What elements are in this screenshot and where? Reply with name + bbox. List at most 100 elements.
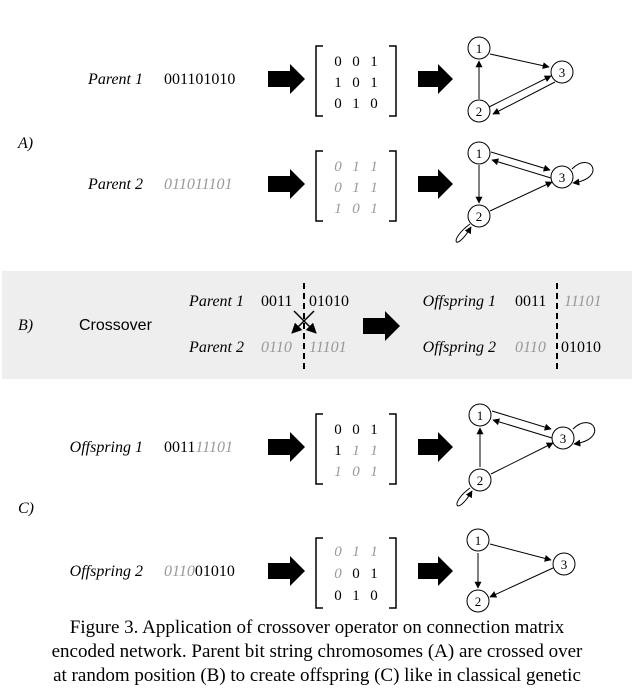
matrix-cell: 0 bbox=[370, 96, 378, 112]
cross-arrow-a bbox=[293, 310, 317, 334]
matrix-cell: 0 bbox=[334, 588, 342, 604]
matrix-bracket-left bbox=[315, 413, 323, 485]
matrix-cell: 1 bbox=[334, 75, 342, 91]
b-parent2-bits-right: 11101 bbox=[309, 339, 347, 356]
parent1-bits: 001101010 bbox=[164, 71, 235, 88]
offspring2-network: 1 2 3 bbox=[466, 528, 576, 613]
matrix-cell: 0 bbox=[334, 159, 342, 175]
matrix-cell: 1 bbox=[334, 443, 342, 459]
section-b-band bbox=[2, 271, 632, 379]
node-1 bbox=[467, 36, 491, 60]
node-3 bbox=[552, 552, 576, 576]
self-loop-3 bbox=[572, 422, 596, 447]
parent2-network: 1 2 3 bbox=[455, 141, 594, 243]
arrow-bits-to-matrix bbox=[268, 169, 305, 199]
offspring2-label: Offspring 2 bbox=[70, 563, 143, 580]
matrix-cell: 0 bbox=[334, 422, 342, 438]
node-label: 3 bbox=[560, 431, 567, 446]
self-loop-2 bbox=[455, 223, 472, 243]
offspring1-bits-right: 11101 bbox=[195, 439, 233, 456]
matrix-bracket-right bbox=[389, 537, 397, 609]
edge-3-to-1 bbox=[492, 418, 553, 439]
node-1 bbox=[466, 528, 490, 552]
b-parent1-bits-right: 01010 bbox=[309, 293, 349, 310]
arrow-matrix-to-graph bbox=[418, 169, 453, 199]
node-1 bbox=[468, 403, 492, 427]
edge-1-to-3 bbox=[489, 543, 552, 562]
matrix-cell: 1 bbox=[352, 159, 360, 175]
matrix-cell: 1 bbox=[370, 54, 378, 70]
matrix-cell: 0 bbox=[334, 54, 342, 70]
matrix-bracket-left bbox=[315, 150, 323, 222]
b-parent2-bits-left: 0110 bbox=[261, 339, 292, 356]
offspring2-bits-left: 0110 bbox=[164, 563, 195, 580]
arrow-bits-to-matrix bbox=[268, 556, 305, 586]
matrix-cell: 1 bbox=[370, 159, 378, 175]
offspring1-bits-left: 0011 bbox=[164, 439, 195, 456]
node-3 bbox=[551, 426, 575, 450]
caption-line: Figure 3. Application of crossover opera… bbox=[69, 617, 565, 638]
matrix-cell: 0 bbox=[352, 566, 360, 582]
node-label: 2 bbox=[476, 209, 483, 224]
arrow-to-offspring bbox=[363, 311, 400, 341]
node-label: 1 bbox=[476, 146, 483, 161]
node-2 bbox=[467, 204, 491, 228]
arrow-matrix-to-graph bbox=[418, 64, 453, 94]
matrix-cell: 1 bbox=[370, 180, 378, 196]
matrix-cell: 0 bbox=[334, 180, 342, 196]
matrix-cell: 1 bbox=[352, 588, 360, 604]
node-label: 3 bbox=[561, 557, 568, 572]
b-offspring2-bits-left: 0110 bbox=[515, 339, 546, 356]
b-offspring2-bits-right: 01010 bbox=[561, 339, 601, 356]
offspring2-bits-right: 01010 bbox=[195, 563, 235, 580]
edge-3-to-2 bbox=[489, 567, 554, 598]
b-offspring2-label: Offspring 2 bbox=[423, 339, 496, 356]
arrow-bits-to-matrix bbox=[268, 64, 305, 94]
node-label: 2 bbox=[477, 473, 484, 488]
matrix-cell: 0 bbox=[352, 54, 360, 70]
caption-line: encoded network. Parent bit string chrom… bbox=[51, 641, 583, 662]
section-c-label: C) bbox=[18, 500, 34, 517]
edge-2-to-3 bbox=[488, 75, 552, 108]
matrix-cell: 1 bbox=[334, 201, 342, 217]
arrow-bits-to-matrix bbox=[268, 432, 305, 462]
b-offspring1-label: Offspring 1 bbox=[423, 293, 496, 310]
node-2 bbox=[468, 468, 492, 492]
matrix-cell: 1 bbox=[352, 180, 360, 196]
matrix-cell: 0 bbox=[334, 566, 342, 582]
matrix-cell: 1 bbox=[370, 566, 378, 582]
offspring1-label: Offspring 1 bbox=[70, 439, 143, 456]
matrix-bracket-right bbox=[389, 413, 397, 485]
parent2-bits: 011011101 bbox=[164, 176, 232, 193]
node-label: 3 bbox=[559, 170, 566, 185]
node-label: 1 bbox=[475, 533, 482, 548]
b-parent1-bits-left: 0011 bbox=[261, 293, 292, 310]
arrow-matrix-to-graph bbox=[418, 556, 453, 586]
matrix-bracket-left bbox=[315, 45, 323, 117]
edge-1-to-3 bbox=[491, 410, 552, 431]
matrix-bracket-right bbox=[389, 45, 397, 117]
matrix-cell: 1 bbox=[370, 75, 378, 91]
offspring2-matrix: 0 1 1 0 0 1 0 1 0 bbox=[315, 537, 397, 609]
crossover-label: Crossover bbox=[79, 317, 153, 334]
matrix-cell: 0 bbox=[370, 588, 378, 604]
b-offspring1-bits-right: 11101 bbox=[564, 293, 602, 310]
matrix-cell: 1 bbox=[370, 201, 378, 217]
parent2-matrix: 0 1 1 0 1 1 1 0 1 bbox=[315, 150, 397, 222]
matrix-cell: 1 bbox=[370, 464, 378, 480]
node-2 bbox=[466, 589, 490, 613]
matrix-cell: 0 bbox=[352, 75, 360, 91]
node-3 bbox=[550, 165, 574, 189]
edge-1-to-3 bbox=[489, 53, 550, 70]
matrix-cell: 1 bbox=[352, 443, 360, 459]
matrix-cell: 1 bbox=[352, 96, 360, 112]
node-3 bbox=[550, 60, 574, 84]
matrix-cell: 1 bbox=[370, 544, 378, 560]
node-1 bbox=[467, 141, 491, 165]
cross-arrow-b bbox=[291, 310, 315, 334]
node-label: 1 bbox=[477, 408, 484, 423]
offspring1-bits: 001111101 bbox=[164, 439, 233, 456]
matrix-cell: 1 bbox=[334, 464, 342, 480]
offspring2-bits: 011001010 bbox=[164, 563, 235, 580]
edge-1-to-3 bbox=[490, 151, 551, 172]
